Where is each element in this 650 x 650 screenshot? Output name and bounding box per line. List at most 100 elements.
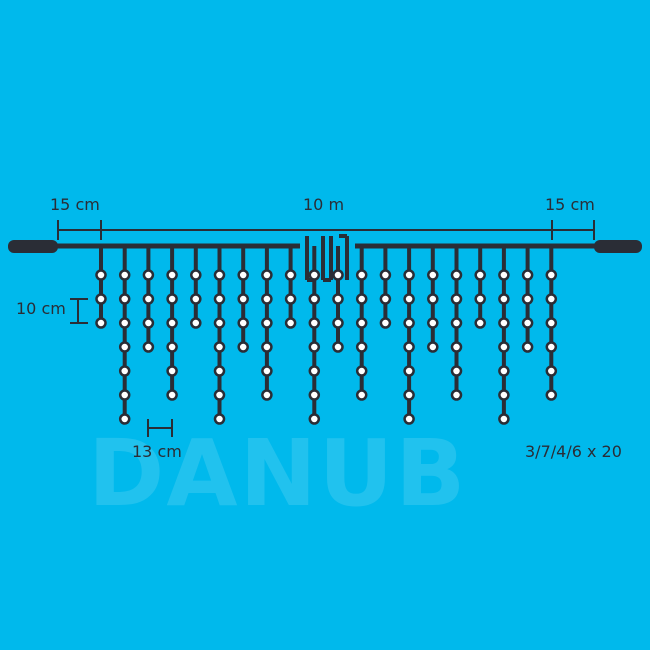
led-bulb [450, 365, 463, 377]
led-bulb [142, 293, 155, 305]
led-bulb [190, 293, 202, 305]
led-bulb [213, 365, 226, 377]
led-bulb [308, 413, 321, 425]
led-bulb [118, 293, 131, 305]
led-bulb [237, 293, 249, 305]
led-bulb [332, 293, 344, 305]
led-bulb [213, 341, 226, 353]
led-bulb [166, 317, 178, 329]
led-bulb [284, 269, 297, 281]
led-bulb [355, 293, 368, 305]
led-bulb [474, 269, 486, 281]
led-bulb [284, 293, 297, 305]
led-bulb [308, 341, 321, 353]
led-bulb [118, 413, 131, 425]
led-bulb [545, 389, 558, 401]
led-bulb [213, 317, 226, 329]
led-bulb [284, 317, 297, 329]
led-bulb [355, 269, 368, 281]
led-bulb [379, 293, 392, 305]
brand-watermark: DANUB [88, 420, 468, 527]
led-bulb [166, 389, 178, 401]
plug-left [8, 240, 58, 253]
led-bulb [213, 413, 226, 425]
led-bulb [261, 365, 273, 377]
led-bulb [213, 293, 226, 305]
led-bulb [118, 317, 131, 329]
led-bulb [166, 269, 178, 281]
led-bulb [403, 389, 415, 401]
led-bulb [308, 365, 321, 377]
plug-right [594, 240, 642, 253]
led-bulb [427, 341, 439, 353]
led-bulb [95, 269, 107, 281]
led-bulb [95, 317, 107, 329]
led-bulb [427, 293, 439, 305]
led-bulb [521, 293, 534, 305]
led-bulb [261, 389, 273, 401]
led-bulb [498, 293, 510, 305]
led-bulb [355, 341, 368, 353]
led-bulb [237, 269, 249, 281]
led-bulb [95, 293, 107, 305]
led-bulb [498, 365, 510, 377]
led-bulb [142, 269, 155, 281]
led-bulb [545, 293, 558, 305]
led-bulb [521, 341, 534, 353]
led-bulb [118, 365, 131, 377]
led-bulb [332, 269, 344, 281]
strand-spacing-label: 13 cm [132, 442, 182, 461]
led-bulb [166, 293, 178, 305]
left-lead-label: 15 cm [50, 195, 100, 214]
led-bulb [545, 341, 558, 353]
led-bulb [355, 365, 368, 377]
led-bulb [379, 317, 392, 329]
led-bulb [521, 317, 534, 329]
led-bulb [308, 269, 321, 281]
led-bulb [498, 269, 510, 281]
led-bulb [166, 341, 178, 353]
led-bulb [450, 317, 463, 329]
configuration-label: 3/7/4/6 x 20 [525, 442, 622, 461]
led-bulb [118, 389, 131, 401]
led-bulb [450, 293, 463, 305]
led-bulb [427, 269, 439, 281]
led-bulb [166, 365, 178, 377]
led-bulb [450, 269, 463, 281]
led-bulb [521, 269, 534, 281]
led-bulb [498, 317, 510, 329]
led-bulb [379, 269, 392, 281]
led-bulb [261, 341, 273, 353]
led-bulb [474, 317, 486, 329]
led-bulb [355, 317, 368, 329]
led-bulb [308, 317, 321, 329]
total-length-label: 10 m [303, 195, 345, 214]
led-bulb [142, 317, 155, 329]
led-bulb [474, 293, 486, 305]
led-bulb [545, 317, 558, 329]
led-bulb [450, 389, 463, 401]
led-bulb [545, 365, 558, 377]
led-bulb [498, 341, 510, 353]
led-bulb [498, 389, 510, 401]
led-bulb [190, 269, 202, 281]
led-bulb [332, 317, 344, 329]
led-bulb [332, 341, 344, 353]
led-bulb [142, 341, 155, 353]
led-bulb [308, 389, 321, 401]
led-bulb [261, 269, 273, 281]
led-bulb [237, 317, 249, 329]
led-bulb [403, 341, 415, 353]
led-bulb [190, 317, 202, 329]
led-bulb [118, 341, 131, 353]
led-bulb [308, 293, 321, 305]
led-bulb [403, 293, 415, 305]
led-bulb [403, 269, 415, 281]
led-bulb [545, 269, 558, 281]
drop-spacing-label: 10 cm [16, 299, 66, 318]
led-bulb [213, 269, 226, 281]
led-bulb [118, 269, 131, 281]
led-bulb [237, 341, 249, 353]
led-bulb [261, 293, 273, 305]
